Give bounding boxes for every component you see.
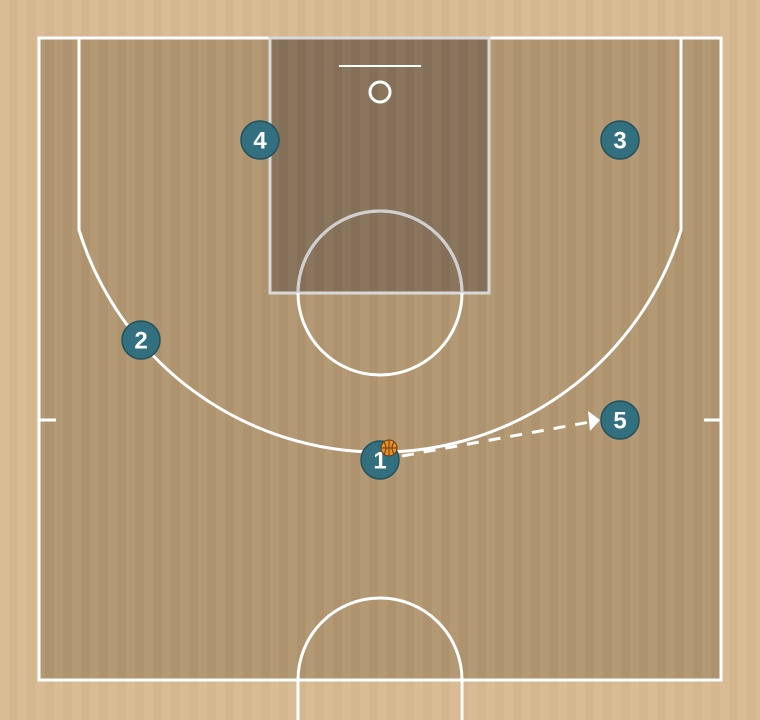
- player-3: 3: [600, 120, 640, 160]
- player-5: 5: [600, 400, 640, 440]
- player-label: 5: [613, 408, 626, 435]
- center-circle: [296, 596, 464, 720]
- free-throw-circle-inner: [296, 209, 464, 294]
- players: 1 2 3 4 5: [121, 120, 640, 480]
- player-marker: [600, 400, 640, 440]
- player-label: 3: [613, 128, 626, 155]
- player-label: 2: [134, 328, 147, 355]
- player-marker: [240, 120, 280, 160]
- pass-action: [401, 411, 600, 458]
- player-1: 1: [360, 439, 400, 480]
- pass-line: [401, 420, 591, 458]
- rim: [368, 80, 392, 104]
- arrow-head-icon: [588, 411, 600, 431]
- player-marker: [600, 120, 640, 160]
- player-2: 2: [121, 320, 161, 360]
- paint-area: [270, 38, 489, 293]
- player-label: 4: [253, 128, 267, 155]
- court-lines: [37, 36, 723, 720]
- player-marker: [121, 320, 161, 360]
- player-4: 4: [240, 120, 280, 160]
- basketball-icon: [380, 439, 398, 457]
- free-throw-lane: [268, 36, 491, 295]
